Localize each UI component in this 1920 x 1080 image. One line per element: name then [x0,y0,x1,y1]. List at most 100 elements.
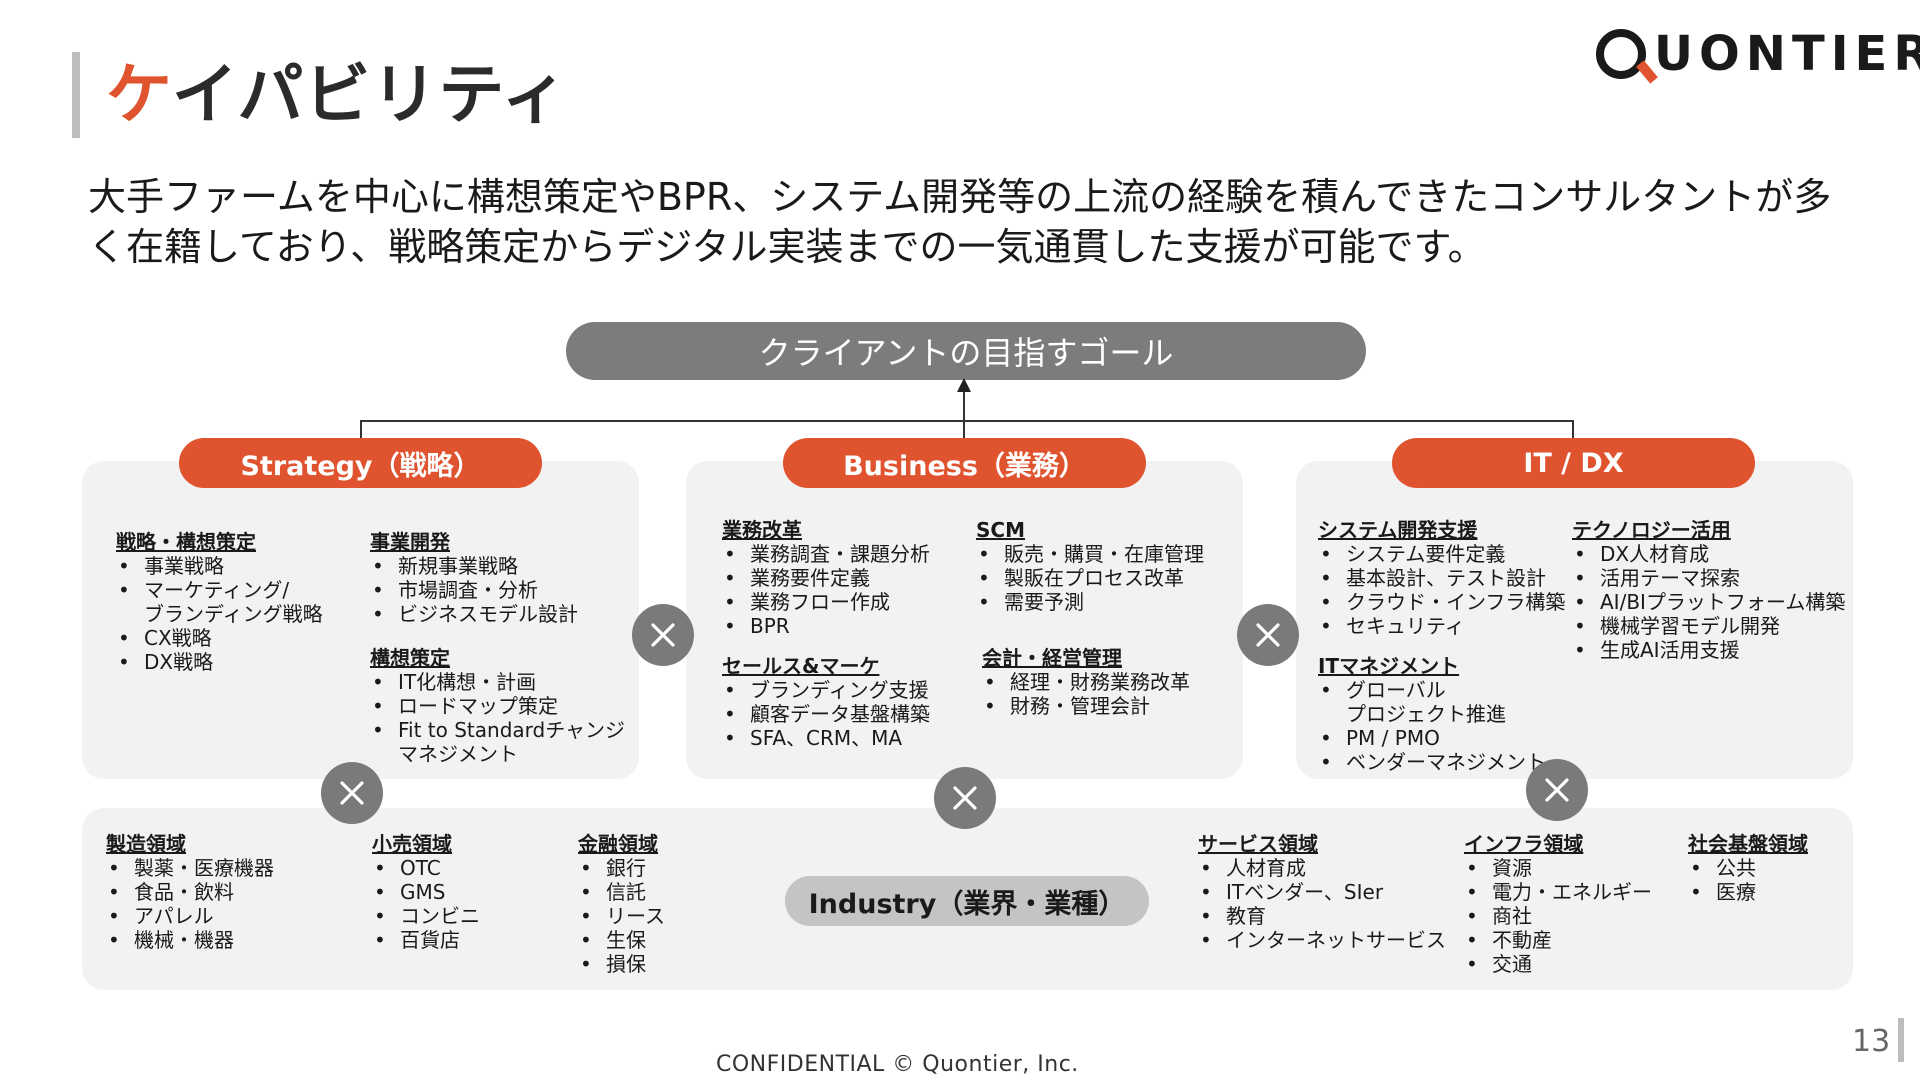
business-col2b: 会計・経営管理 経理・財務業務改革 財務・管理会計 [982,646,1190,718]
cross-icon [934,767,996,829]
industry-group-finance: 金融領域 銀行 信託 リース 生保 損保 [578,832,665,976]
itdx-col1a: システム開発支援 システム要件定義 基本設計、テスト設計 クラウド・インフラ構築… [1318,518,1565,638]
block-heading: 小売領域 [372,832,452,856]
connector-goal-vertical [963,390,965,438]
list-item: システム要件定義 [1318,542,1565,566]
cross-icon [1526,759,1588,821]
list-item: Fit to Standardチャンジ [370,718,625,742]
list-item: GMS [372,880,480,904]
block-heading: サービス領域 [1198,832,1318,856]
industry-group-services: サービス領域 人材育成 ITベンダー、SIer 教育 インターネットサービス [1198,832,1446,952]
block-heading: インフラ領域 [1464,832,1584,856]
list-item: SFA、CRM、MA [722,726,930,750]
page-title: ケイパビリティ [106,52,568,138]
list-item: 製販在プロセス改革 [976,566,1204,590]
block-heading: 金融領域 [578,832,658,856]
list-item: 製薬・医療機器 [106,856,274,880]
list-item-continuation: ブランディング戦略 [144,602,323,626]
connector-horizontal [360,420,1574,422]
block-heading: 事業開発 [370,530,450,554]
list-item: 資源 [1464,856,1652,880]
list-item: ロードマップ策定 [370,694,625,718]
list-item: 信託 [578,880,665,904]
connector-left-vertical [360,420,362,438]
list-item: 業務フロー作成 [722,590,930,614]
list-item: ベンダーマネジメント [1318,750,1546,774]
business-col1a: 業務改革 業務調査・課題分析 業務要件定義 業務フロー作成 BPR [722,518,930,638]
list-item: ITベンダー、SIer [1198,880,1446,904]
block-heading: 社会基盤領域 [1688,832,1808,856]
list-item: ブランディング支援 [722,678,930,702]
block-heading: 戦略・構想策定 [116,530,256,554]
list-item: コンビニ [372,904,480,928]
list-item: 活用テーマ探索 [1572,566,1845,590]
list-item: 市場調査・分析 [370,578,578,602]
list-item: マーケティング/ [116,578,323,602]
business-col1b: セールス&マーケ ブランディング支援 顧客データ基盤構築 SFA、CRM、MA [722,654,930,750]
logo-text: UONTIER [1654,26,1920,82]
list-item: 交通 [1464,952,1652,976]
list-item: 百貨店 [372,928,480,952]
list-item: グローバル [1318,678,1546,702]
connector-right-vertical [1572,420,1574,438]
block-heading: ITマネジメント [1318,654,1460,678]
list-item: クラウド・インフラ構築 [1318,590,1565,614]
list-item: DX戦略 [116,650,323,674]
list-item: 新規事業戦略 [370,554,578,578]
logo-q-mark-icon [1596,29,1646,79]
list-item: 基本設計、テスト設計 [1318,566,1565,590]
cross-icon [632,604,694,666]
industry-group-social-infra: 社会基盤領域 公共 医療 [1688,832,1808,904]
business-col2a: SCM 販売・購買・在庫管理 製販在プロセス改革 需要予測 [976,518,1204,614]
list-item: 損保 [578,952,665,976]
title-accent-bar [72,52,80,138]
block-heading: システム開発支援 [1318,518,1478,542]
block-heading: SCM [976,518,1025,542]
arrow-up-icon [957,378,971,392]
goal-box: クライアントの目指すゴール [566,322,1366,380]
itdx-pill: IT / DX [1392,438,1755,488]
list-item: 公共 [1688,856,1808,880]
quontier-logo: UONTIER [1596,24,1920,84]
title-text: イパビリティ [171,56,569,133]
itdx-col2a: テクノロジー活用 DX人材育成 活用テーマ探索 AI/BIプラットフォーム構築 … [1572,518,1845,662]
list-item: 不動産 [1464,928,1652,952]
lead-paragraph: 大手ファームを中心に構想策定やBPR、システム開発等の上流の経験を積んできたコン… [88,175,1832,269]
list-item: セキュリティ [1318,614,1565,638]
cross-icon [1237,604,1299,666]
block-heading: 会計・経営管理 [982,646,1122,670]
list-item: 経理・財務業務改革 [982,670,1190,694]
list-item: 機械・機器 [106,928,274,952]
list-item: リース [578,904,665,928]
industry-pill: Industry（業界・業種） [785,876,1149,926]
list-item: 電力・エネルギー [1464,880,1652,904]
list-item: AI/BIプラットフォーム構築 [1572,590,1845,614]
itdx-col1b: ITマネジメント グローバル プロジェクト推進 PM / PMO ベンダーマネジ… [1318,654,1546,774]
list-item: 銀行 [578,856,665,880]
list-item: IT化構想・計画 [370,670,625,694]
list-item: アパレル [106,904,274,928]
block-heading: 業務改革 [722,518,802,542]
list-item: 機械学習モデル開発 [1572,614,1845,638]
page-number-bar [1898,1018,1904,1062]
title-accent-char: ケ [106,56,172,133]
industry-group-retail: 小売領域 OTC GMS コンビニ 百貨店 [372,832,480,952]
cross-icon [321,762,383,824]
page-number: 13 [1852,1024,1891,1059]
strategy-pill: Strategy（戦略） [179,438,542,488]
list-item: 商社 [1464,904,1652,928]
strategy-col1: 戦略・構想策定 事業戦略 マーケティング/ ブランディング戦略 CX戦略 DX戦… [116,530,323,674]
block-heading: テクノロジー活用 [1572,518,1731,542]
list-item: ビジネスモデル設計 [370,602,578,626]
list-item: 生成AI活用支援 [1572,638,1845,662]
block-heading: 製造領域 [106,832,186,856]
block-heading: セールス&マーケ [722,654,880,678]
list-item: 業務要件定義 [722,566,930,590]
list-item: 需要予測 [976,590,1204,614]
list-item: 生保 [578,928,665,952]
list-item: インターネットサービス [1198,928,1446,952]
list-item-continuation: マネジメント [398,742,518,766]
list-item: DX人材育成 [1572,542,1845,566]
business-pill: Business（業務） [783,438,1146,488]
industry-group-infrastructure: インフラ領域 資源 電力・エネルギー 商社 不動産 交通 [1464,832,1652,976]
